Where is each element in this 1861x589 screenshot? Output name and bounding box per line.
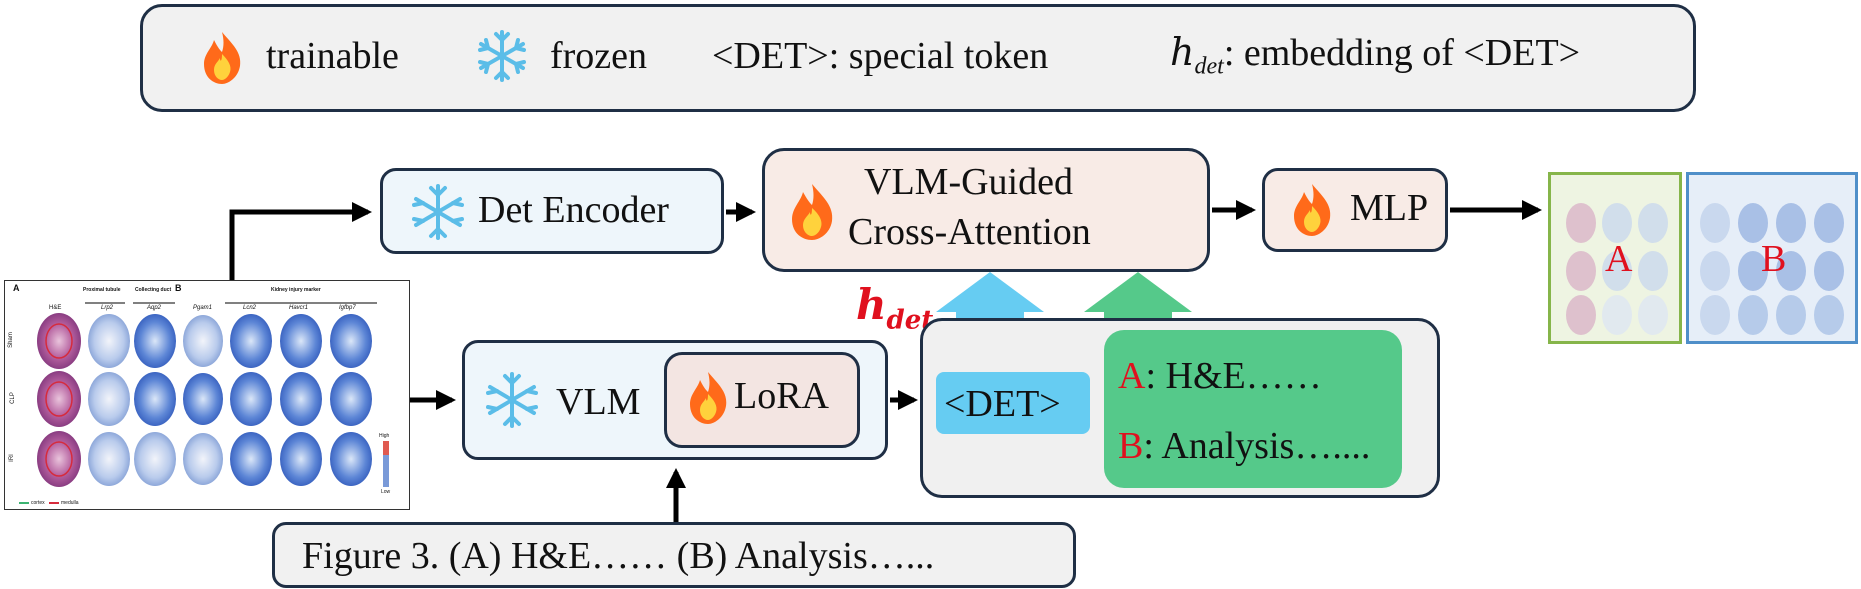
mlp-box xyxy=(1262,168,1448,252)
legend-det-token-label: <DET>: special token xyxy=(712,35,1049,77)
arrow-input-to-det-encoder xyxy=(229,202,372,280)
input-group-kidney: Kidney injury marker xyxy=(271,287,321,293)
flame-icon xyxy=(792,184,833,240)
cross-attention-line2: Cross-Attention xyxy=(848,211,1091,253)
input-group-proximal: Proximal tubule xyxy=(83,287,121,293)
lora-label: LoRA xyxy=(734,375,829,417)
flame-icon xyxy=(204,32,241,84)
legend-box xyxy=(140,4,1696,112)
input-figure-art xyxy=(19,302,389,504)
det-token-label: <DET> xyxy=(944,383,1061,425)
input-panel-a: A xyxy=(13,283,20,293)
legend-frozen-label: frozen xyxy=(550,35,648,77)
legend-hdet-base: h xyxy=(1170,30,1195,74)
snowflake-icon xyxy=(486,372,538,428)
input-col-lrp2: Lrp2 xyxy=(101,305,114,311)
output-panel-b: B xyxy=(1686,172,1858,344)
input-scale-low: Low xyxy=(381,489,391,495)
text-segment-a-letter: A xyxy=(1118,355,1146,397)
output-label-a: A xyxy=(1605,238,1633,280)
flame-icon xyxy=(1294,184,1331,236)
output-label-b: B xyxy=(1761,238,1787,280)
text-segment-a-text: : H&E…… xyxy=(1145,355,1322,397)
input-col-pgam1: Pgam1 xyxy=(193,305,213,311)
input-col-he: H&E xyxy=(49,305,62,311)
det-encoder-label: Det Encoder xyxy=(478,189,669,231)
text-segment-b-letter: B xyxy=(1118,425,1144,467)
mlp-label: MLP xyxy=(1350,187,1429,229)
snowflake-icon xyxy=(478,30,526,82)
input-scale-high: High xyxy=(379,433,390,439)
input-col-havcr1: Havcr1 xyxy=(289,305,309,311)
legend-trainable-label: trainable xyxy=(266,35,399,77)
cross-attention-box xyxy=(762,148,1210,272)
flame-icon xyxy=(690,372,727,424)
vlm-label: VLM xyxy=(556,381,641,423)
caption-text: Figure 3. (A) H&E…… (B) Analysis…... xyxy=(302,535,935,577)
text-output-box xyxy=(1104,330,1402,488)
input-legend-medulla: medulla xyxy=(61,500,79,506)
tissue-grid xyxy=(19,302,389,504)
text-segment-b: B: Analysis….... xyxy=(1118,424,1370,468)
caption-box xyxy=(272,522,1076,588)
hdet-label: hdet xyxy=(856,280,933,335)
legend-hdet-sub: det xyxy=(1194,53,1224,80)
input-figure: A B Proximal tubule Collecting duct Kidn… xyxy=(4,280,410,510)
input-col-igfbp7: Igfbp7 xyxy=(339,305,356,311)
hdet-base: h xyxy=(856,280,887,329)
snowflake-icon xyxy=(412,184,464,240)
text-segment-b-text: : Analysis….... xyxy=(1143,425,1371,467)
input-panel-b: B xyxy=(175,283,182,293)
output-panel-a: A xyxy=(1548,172,1682,344)
legend-hdet-label: hdet: embedding of <DET> xyxy=(1170,30,1580,81)
cross-attention-line1: VLM-Guided xyxy=(864,161,1073,203)
legend-hdet-desc: : embedding of <DET> xyxy=(1223,32,1581,74)
input-legend-cortex: cortex xyxy=(31,500,45,506)
det-token-box xyxy=(936,372,1090,434)
input-group-collecting: Collecting duct xyxy=(135,287,172,293)
text-segment-a: A: H&E…… xyxy=(1118,354,1322,398)
input-col-lcn2: Lcn2 xyxy=(243,305,257,311)
input-col-aqp2: Aqp2 xyxy=(147,305,162,311)
